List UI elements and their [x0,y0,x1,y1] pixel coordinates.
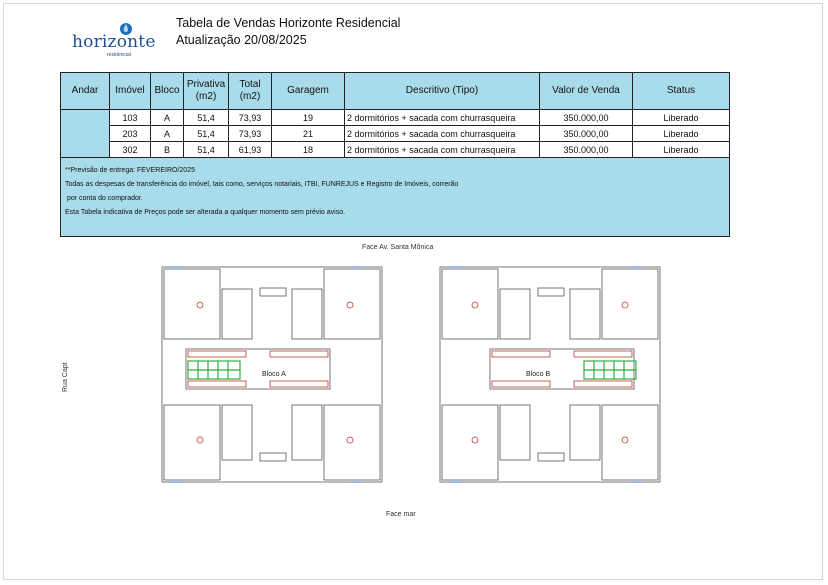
fixture [187,350,247,358]
room [291,404,323,461]
notes-cell: **Previsão de entrega: FEVEREIRO/2025 To… [60,157,730,237]
garagem-cell: 19 [271,109,345,126]
valor-cell: 350.000,00 [539,109,633,126]
floor-plan: Bloco A Bloco B [161,266,661,483]
valor-cell: 350.000,00 [539,141,633,158]
fixture [346,436,354,444]
expenses-note: Todas as despesas de transferência do im… [65,181,459,188]
fixture [346,301,354,309]
room [163,404,221,481]
logo-subtext: residencial [107,52,131,58]
total-cell: 61,93 [228,141,272,158]
imovel-cell: 103 [109,109,151,126]
descritivo-cell: 2 dormitórios + sacada com churrasqueira [344,141,540,158]
elevator-icon [259,452,287,462]
fixture [196,436,204,444]
disclaimer-note: Esta Tabela indicativa de Preços pode se… [65,209,346,216]
room [323,268,381,340]
room [569,404,601,461]
col-status: Status [632,72,730,110]
total-cell: 73,93 [228,125,272,142]
col-imovel: Imóvel [109,72,151,110]
logo: horizonte residencial [72,22,162,62]
fixture [573,350,633,358]
table-header-row: Andar Imóvel Bloco Privativa (m2) Total … [60,72,730,110]
bloco-cell: A [150,125,184,142]
corridor [185,348,331,390]
logo-drop-icon [120,23,132,35]
bloco-cell: B [150,141,184,158]
descritivo-cell: 2 dormitórios + sacada com churrasqueira [344,109,540,126]
privativa-cell: 51,4 [183,109,229,126]
room [499,288,531,340]
page-frame [3,3,823,580]
block-a-outline [161,266,383,483]
room [291,288,323,340]
fixture [573,380,633,388]
garagem-cell: 21 [271,125,345,142]
plan-bottom-label: Face mar [386,511,416,518]
imovel-cell: 302 [109,141,151,158]
block-b-outline [439,266,661,483]
col-garagem: Garagem [271,72,345,110]
room [163,268,221,340]
status-cell: Liberado [632,109,730,126]
valor-cell: 350.000,00 [539,125,633,142]
elevator-icon [537,287,565,297]
expenses-note-cont: por conta do comprador. [65,195,143,202]
fixture [187,380,247,388]
garagem-cell: 18 [271,141,345,158]
table-row: 203 A 51,4 73,93 21 2 dormitórios + saca… [61,125,730,142]
status-cell: Liberado [632,141,730,158]
fixture [491,380,551,388]
bloco-cell: A [150,109,184,126]
fixture [621,301,629,309]
col-bloco: Bloco [150,72,184,110]
total-cell: 73,93 [228,109,272,126]
col-privativa: Privativa (m2) [183,72,229,110]
block-a-label: Bloco A [262,371,286,378]
fixture [621,436,629,444]
col-descritivo: Descritivo (Tipo) [344,72,540,110]
fixture [269,350,329,358]
logo-text: horizonte [72,32,156,52]
room [441,268,499,340]
fixture [471,301,479,309]
plan-side-label: Rua Capt [62,362,69,392]
document-title: Tabela de Vendas Horizonte Residencial A… [176,15,400,49]
room [569,288,601,340]
title-line: Tabela de Vendas Horizonte Residencial [176,16,401,30]
descritivo-cell: 2 dormitórios + sacada com churrasqueira [344,125,540,142]
room [221,404,253,461]
fixture [269,380,329,388]
status-cell: Liberado [632,125,730,142]
room [221,288,253,340]
update-line: Atualização 20/08/2025 [176,33,307,47]
fixture [471,436,479,444]
corridor [489,348,635,390]
plan-top-label: Face Av. Santa Mônica [362,244,434,251]
table-row: 103 A 51,4 73,93 19 2 dormitórios + saca… [60,109,730,158]
room [499,404,531,461]
elevator-icon [259,287,287,297]
privativa-cell: 51,4 [183,125,229,142]
table-row: 302 B 51,4 61,93 18 2 dormitórios + saca… [61,141,730,158]
andar-cell [60,109,110,158]
col-valor: Valor de Venda [539,72,633,110]
elevator-icon [537,452,565,462]
delivery-note: **Previsão de entrega: FEVEREIRO/2025 [65,167,195,174]
col-andar: Andar [60,72,110,110]
room [601,404,659,481]
fixture [491,350,551,358]
sales-table: Andar Imóvel Bloco Privativa (m2) Total … [60,72,730,237]
room [441,404,499,481]
room [323,404,381,481]
privativa-cell: 51,4 [183,141,229,158]
block-b-label: Bloco B [526,371,550,378]
imovel-cell: 203 [109,125,151,142]
room [601,268,659,340]
col-total: Total (m2) [228,72,272,110]
notes-row: **Previsão de entrega: FEVEREIRO/2025 To… [60,157,730,237]
fixture [196,301,204,309]
